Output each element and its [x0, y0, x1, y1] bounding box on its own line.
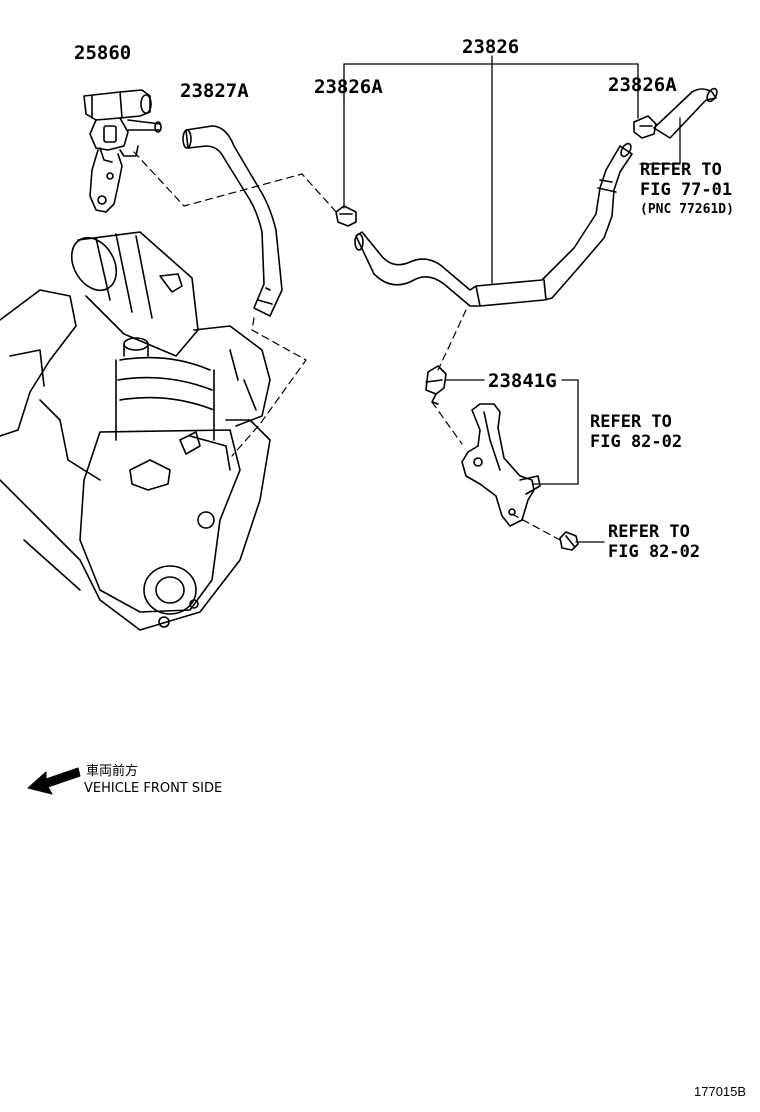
refer-82-02-upper-line1: REFER TO	[590, 412, 672, 432]
refer-77-01-line2: FIG 77-01	[640, 180, 733, 200]
refer-fig-82-02-lower: REFER TO FIG 82-02	[608, 522, 700, 562]
part-number-23827A: 23827A	[180, 80, 249, 102]
clip-23826A-right	[633, 115, 657, 139]
figure-code: 177015B	[694, 1084, 747, 1099]
clip-23826A-left	[335, 205, 357, 227]
hose-to-fig-77-01	[653, 87, 718, 139]
refer-82-02-lower-line2: FIG 82-02	[608, 542, 701, 562]
arrow-left-icon	[27, 767, 81, 795]
part-number-23826A-left: 23826A	[314, 76, 383, 98]
part-number-25860: 25860	[74, 42, 132, 64]
bolt	[559, 531, 579, 551]
vehicle-front-english: VEHICLE FRONT SIDE	[84, 781, 223, 796]
hose-23826	[354, 142, 633, 307]
vehicle-front-japanese: 車両前方	[86, 764, 139, 779]
dashed-lines	[133, 151, 561, 541]
refer-77-01-pnc: (PNC 77261D)	[640, 202, 734, 217]
refer-82-02-upper-line2: FIG 82-02	[590, 432, 683, 452]
part-number-23826A-right: 23826A	[608, 74, 677, 96]
refer-fig-77-01: REFER TO FIG 77-01 (PNC 77261D)	[640, 160, 734, 220]
bracket	[461, 403, 541, 527]
clamp-23841G	[425, 365, 447, 405]
hose-23827A	[182, 125, 283, 317]
part-number-23826: 23826	[462, 36, 520, 58]
vacuum-valve-25860	[83, 89, 162, 213]
part-number-23841G: 23841G	[488, 370, 557, 392]
refer-77-01-line1: REFER TO	[640, 160, 722, 180]
refer-fig-82-02-upper: REFER TO FIG 82-02	[590, 412, 682, 452]
engine-block	[0, 231, 271, 631]
leader-lines	[343, 55, 681, 543]
refer-82-02-lower-line1: REFER TO	[608, 522, 690, 542]
